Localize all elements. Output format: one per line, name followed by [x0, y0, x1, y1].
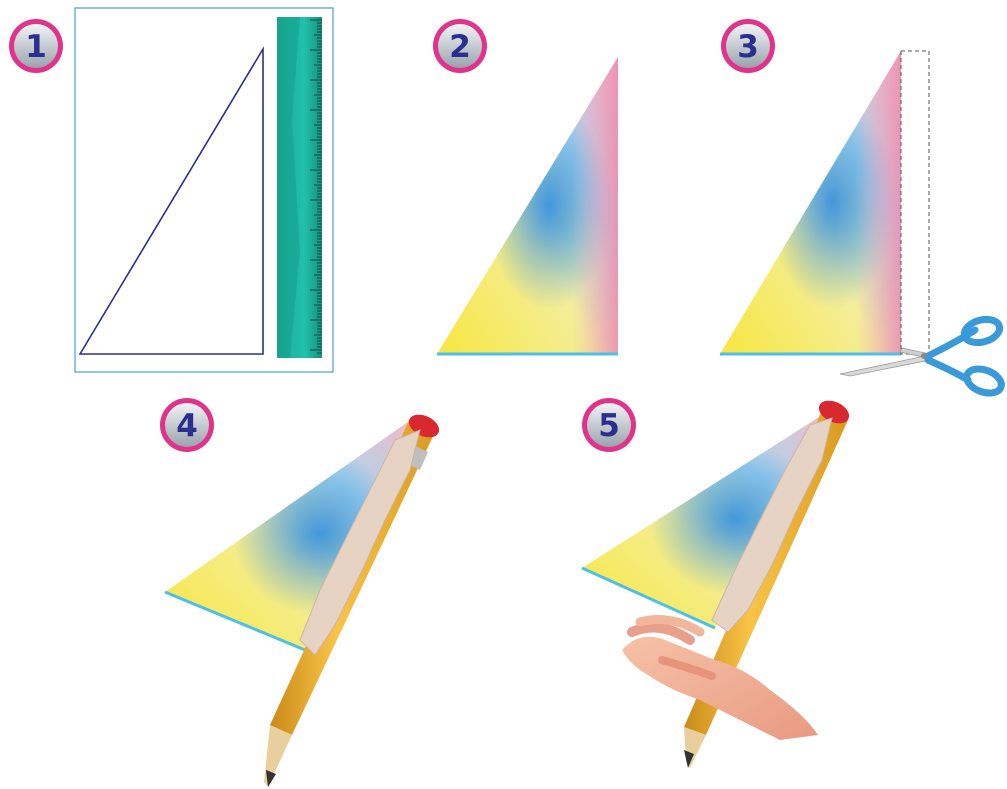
- step-4-panel: [165, 410, 443, 787]
- step-5-panel: [582, 396, 853, 768]
- colored-triangle: [720, 51, 901, 354]
- step-number: 3: [737, 29, 759, 65]
- step-number: 2: [449, 29, 471, 65]
- step-number: 5: [598, 408, 620, 444]
- step-4-badge: 4: [160, 398, 214, 452]
- step-5-badge: 5: [582, 398, 636, 452]
- step-1-badge: 1: [9, 19, 63, 73]
- step-number: 1: [25, 29, 47, 65]
- step-2-badge: 2: [433, 19, 487, 73]
- colored-triangle: [437, 57, 618, 354]
- step-1-panel: [75, 8, 333, 372]
- step-3-panel: [720, 51, 1005, 397]
- ruler-icon: [277, 17, 322, 358]
- step-2-panel: [437, 57, 618, 354]
- step-3-badge: 3: [721, 19, 775, 73]
- step-number: 4: [176, 408, 198, 444]
- hand-icon: [622, 620, 818, 740]
- cut-strip-dashed: [901, 51, 929, 354]
